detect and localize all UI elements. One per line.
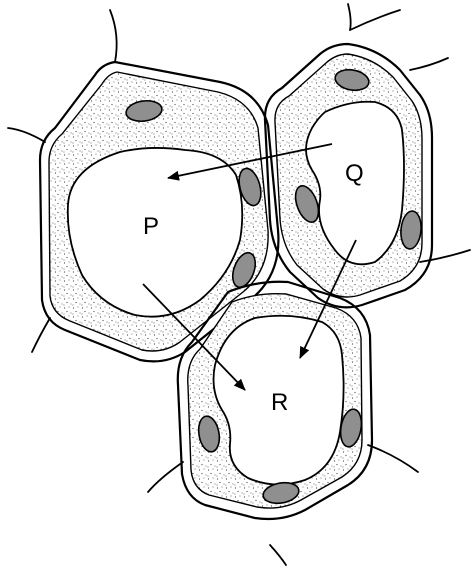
label-r: R <box>271 389 288 416</box>
label-p: P <box>143 213 159 240</box>
label-q: Q <box>345 160 364 187</box>
